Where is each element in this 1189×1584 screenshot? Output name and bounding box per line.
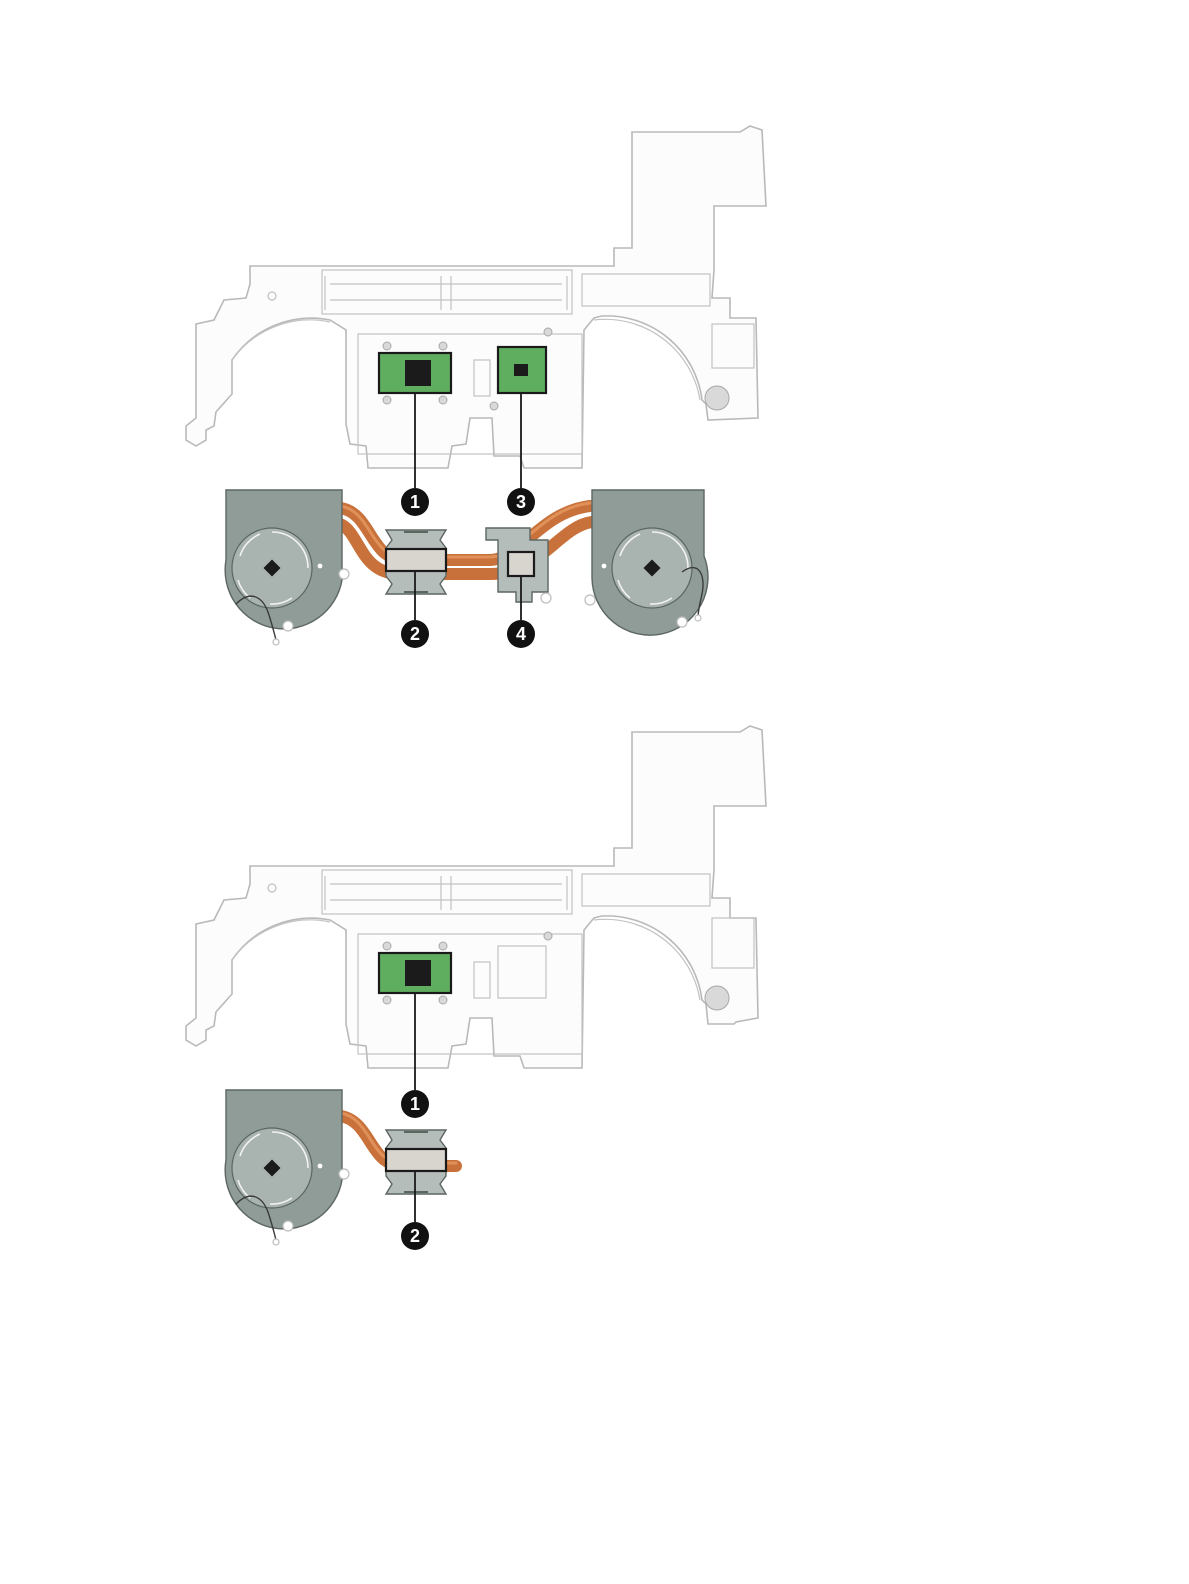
board-screw-right <box>705 386 729 410</box>
cpu-thermal-pad <box>386 549 446 571</box>
callout-1: 1 <box>401 488 429 516</box>
callout-1: 1 <box>401 1090 429 1118</box>
board-screw <box>490 402 498 410</box>
svg-text:2: 2 <box>410 624 420 644</box>
left-fan <box>225 490 349 645</box>
board-screw <box>439 396 447 404</box>
system-board-outline <box>186 726 766 1068</box>
board-hole <box>268 884 276 892</box>
board-screw <box>383 342 391 350</box>
board-screw <box>544 328 552 336</box>
heat-pipes <box>340 503 592 574</box>
gpu-die <box>514 364 528 376</box>
svg-text:1: 1 <box>410 492 420 512</box>
cpu-die <box>405 960 431 986</box>
board-screw <box>439 342 447 350</box>
board-screw <box>544 932 552 940</box>
svg-text:1: 1 <box>410 1094 420 1114</box>
svg-text:3: 3 <box>516 492 526 512</box>
board-screw <box>383 942 391 950</box>
callout-2: 2 <box>401 620 429 648</box>
svg-text:2: 2 <box>410 1226 420 1246</box>
cpu-die <box>405 360 431 386</box>
callout-3: 3 <box>507 488 535 516</box>
svg-text:4: 4 <box>516 624 526 644</box>
board-screw <box>439 942 447 950</box>
gpu-thermal-pad <box>508 552 534 576</box>
board-screw <box>383 396 391 404</box>
board-screw <box>439 996 447 1004</box>
right-fan <box>585 490 708 635</box>
callout-4: 4 <box>507 620 535 648</box>
figure-bottom: 1 2 <box>186 726 766 1250</box>
left-fan <box>225 1090 349 1245</box>
callout-2: 2 <box>401 1222 429 1250</box>
board-hole <box>268 292 276 300</box>
cpu-thermal-pad <box>386 1149 446 1171</box>
figure-top: 1 3 2 4 <box>186 126 766 648</box>
board-screw-right <box>705 986 729 1010</box>
board-screw <box>383 996 391 1004</box>
